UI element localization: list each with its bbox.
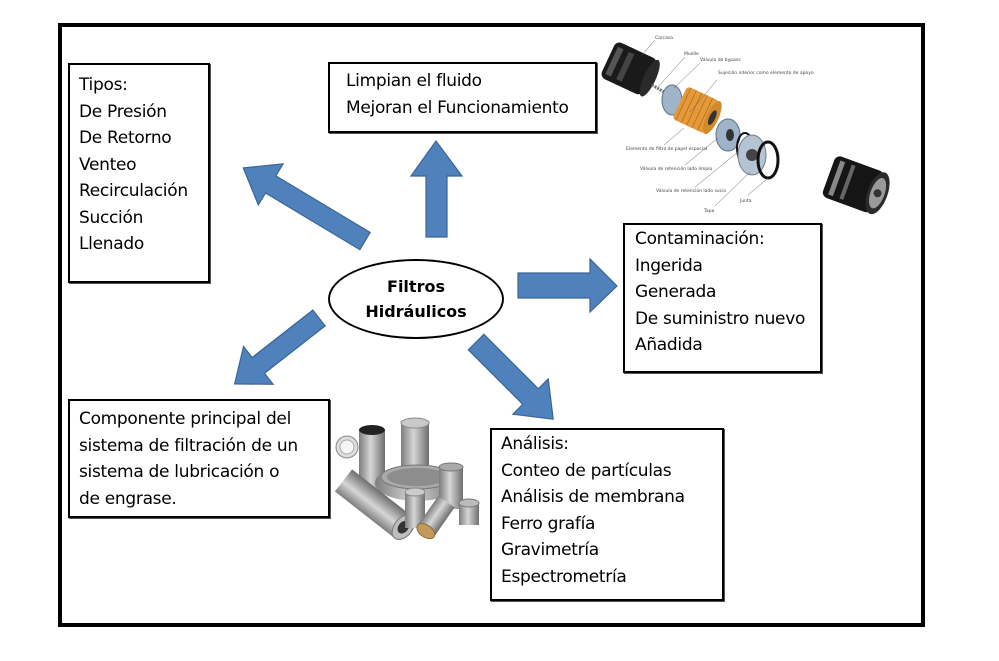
label-carcasa: Carcasa [655, 35, 673, 41]
tipos-item: Venteo [79, 154, 137, 175]
tipos-box: Tipos: De Presión De Retorno Venteo Reci… [68, 63, 210, 283]
tipos-item: De Presión [79, 101, 167, 122]
analisis-item: Ferro grafía [501, 513, 596, 534]
tipos-item: Succión [79, 207, 144, 228]
tipos-item: Recirculación [79, 181, 188, 201]
filter-elements-image [335, 405, 483, 545]
analisis-item: Análisis de membrana [501, 487, 685, 507]
label-elemento: Elemento de filtro de papel especial [626, 146, 707, 152]
central-topic-line1: Filtros [387, 277, 445, 296]
funcion-box: Limpian el fluido Mejoran el Funcionamie… [328, 62, 597, 133]
label-valvula-sucio: Válvula de retención lado sucio [656, 187, 726, 194]
componente-text: Componente principal del [79, 409, 292, 429]
tipos-heading: Tipos: [79, 75, 128, 95]
tipos-item: De Retorno [79, 128, 172, 148]
label-tapa: Tapa [703, 208, 715, 214]
tipos-item: Llenado [79, 234, 144, 254]
contaminacion-heading: Contaminación: [635, 229, 765, 249]
componente-box: Componente principal del sistema de filt… [68, 399, 330, 518]
componente-text: de engrase. [79, 488, 177, 509]
contaminacion-item: Ingerida [635, 255, 703, 276]
analisis-box: Análisis: Conteo de partículas Análisis … [490, 428, 724, 601]
label-sujecion: Sujeción interior como elemento de apoyo [718, 69, 814, 76]
componente-text: sistema de lubricación o [79, 462, 280, 482]
analisis-heading: Análisis: [501, 434, 569, 454]
label-bypass: Válvula de bypass [700, 56, 741, 63]
analisis-item: Gravimetría [501, 540, 599, 560]
contaminacion-box: Contaminación: Ingerida Generada De sumi… [623, 223, 822, 373]
central-topic-ellipse: Filtros Hidráulicos [328, 259, 504, 339]
componente-text: sistema de filtración de un [79, 435, 298, 456]
diagram-frame [58, 23, 925, 627]
analisis-item: Conteo de partículas [501, 460, 672, 481]
label-valvula-limpio: Válvula de retención lado limpio [640, 165, 712, 172]
funcion-item: Mejoran el Funcionamiento [346, 97, 569, 118]
label-junta: Junta [739, 198, 752, 204]
central-topic-line2: Hidráulicos [365, 302, 467, 321]
label-muelle: Muelle [684, 51, 699, 57]
contaminacion-item: De suministro nuevo [635, 308, 806, 329]
analisis-item: Espectrometría [501, 566, 627, 587]
contaminacion-item: Añadida [635, 335, 703, 355]
funcion-item: Limpian el fluido [346, 71, 482, 91]
exploded-filter-image: Carcasa Muelle Válvula de bypass Sujeció… [600, 30, 918, 216]
contaminacion-item: Generada [635, 282, 717, 302]
